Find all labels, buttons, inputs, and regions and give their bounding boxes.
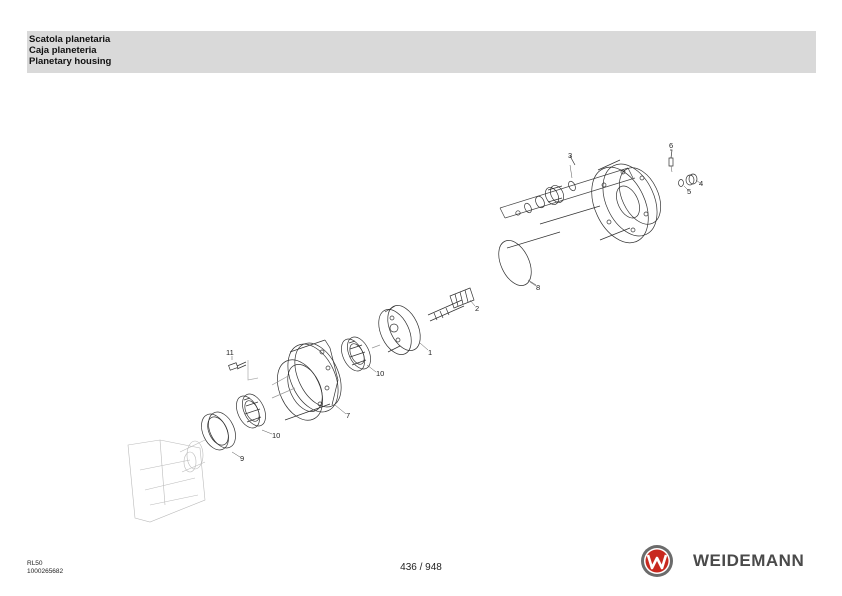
callout-7: 7 — [346, 411, 350, 420]
axle-housing — [127, 439, 206, 523]
title-spanish: Caja planeteria — [29, 45, 97, 56]
callout-5: 5 — [687, 187, 691, 196]
footer-doc-info: RL50 1000265682 — [27, 560, 63, 575]
part-2-shaft — [427, 287, 475, 322]
leader-lines — [231, 164, 701, 458]
model-label: RL50 — [27, 560, 43, 567]
title-english: Planetary housing — [29, 56, 112, 67]
callout-10-upper: 10 — [376, 369, 384, 378]
callout-8: 8 — [536, 283, 540, 292]
part-1-planet-carrier — [371, 305, 421, 355]
doc-number: 1000265682 — [27, 567, 64, 575]
part-7-hub — [271, 339, 342, 421]
part-4-plug — [685, 173, 698, 186]
brand-wordmark: WEIDEMANN — [693, 551, 805, 570]
part-11-bolt — [228, 360, 259, 381]
part-3-gear-set — [499, 155, 636, 249]
page-number: 436 / 948 — [400, 562, 442, 573]
callout-4: 4 — [699, 179, 703, 188]
callout-9: 9 — [240, 454, 244, 463]
title-italian: Scatola planetaria — [29, 34, 111, 45]
part-5-washer — [678, 179, 684, 187]
callout-2: 2 — [475, 304, 479, 313]
part-10-bearing-lower — [236, 393, 266, 429]
callout-10-lower: 10 — [272, 431, 280, 440]
part-10-bearing-upper — [341, 336, 371, 372]
weidemann-logo-icon — [641, 545, 673, 577]
callout-1: 1 — [428, 348, 432, 357]
callout-3: 3 — [568, 151, 572, 160]
callout-6: 6 — [669, 141, 673, 150]
header-band: Scatola planetaria Caja planeteria Plane… — [27, 31, 816, 73]
part-8-o-ring — [498, 240, 537, 286]
planetary-housing — [591, 159, 662, 244]
part-9-seal — [201, 411, 236, 451]
part-6-screw — [668, 149, 674, 167]
callout-11: 11 — [226, 348, 234, 357]
